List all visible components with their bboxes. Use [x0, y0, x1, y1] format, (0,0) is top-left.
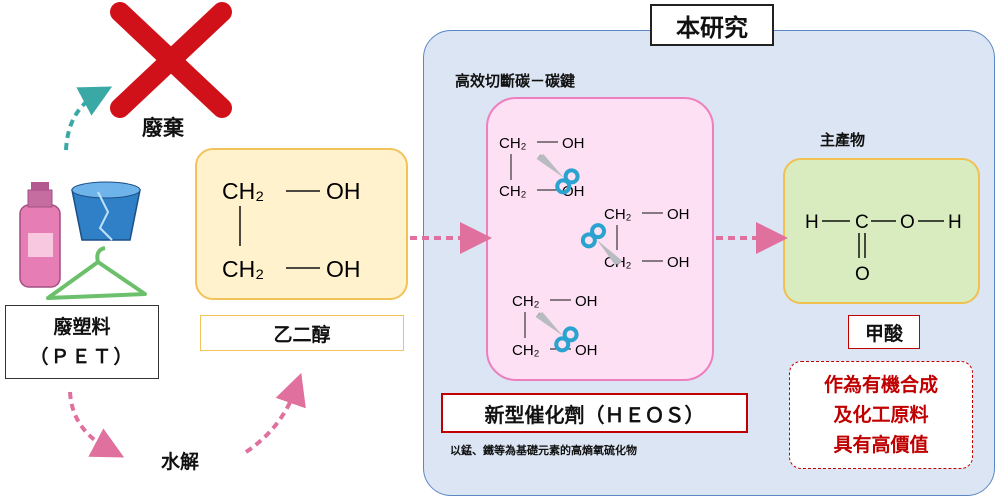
- molecule-1-ch2-bottom: CH₂: [499, 183, 527, 200]
- catalyst-label-box: 新型催化劑（ＨＥＯＳ）: [441, 393, 748, 433]
- product-box: [783, 158, 980, 304]
- catalyst-label: 新型催化劑（ＨＥＯＳ）: [484, 402, 705, 427]
- catalyst-note: 以錳、鐵等為基礎元素的高熵氧硫化物: [450, 444, 637, 457]
- product-heading: 主產物: [820, 131, 866, 149]
- molecule-2-ch2-top: CH₂: [604, 206, 632, 223]
- red-cross-icon: [110, 2, 232, 118]
- waste-plastic-box: 廢塑料 （ＰＥＴ）: [5, 305, 159, 379]
- scissors-icon: [535, 312, 579, 353]
- study-title: 本研究: [650, 4, 774, 46]
- hydrolysis-label: 水解: [161, 451, 200, 473]
- molecule-1: CH₂ OH CH₂ OH: [499, 135, 585, 200]
- study-title-text: 本研究: [676, 13, 748, 42]
- molecule-3-oh-bottom: OH: [575, 342, 598, 359]
- hydrolysis-arrow-right-icon: [244, 372, 306, 454]
- discard-arrow-icon: [64, 86, 113, 151]
- value-line: 具有高價值: [833, 434, 929, 456]
- value-box: 作為有機合成 及化工原料 具有高價值: [789, 361, 973, 469]
- cleavage-label: 高效切斷碳－碳鍵: [455, 72, 576, 90]
- formic-carbonyl-o: O: [855, 264, 870, 285]
- formic-h-left: H: [805, 212, 819, 233]
- hanger-icon: [46, 246, 147, 300]
- formic-c: C: [855, 212, 869, 233]
- glycol-ch2-bottom: CH₂: [222, 256, 264, 282]
- value-line: 作為有機合成: [823, 374, 938, 396]
- glycol-oh-bottom: OH: [326, 256, 361, 282]
- product-name-box: 甲酸: [848, 315, 920, 349]
- ethylene-glycol-name: 乙二醇: [273, 323, 331, 346]
- waste-plastic-code: （ＰＥＴ）: [29, 346, 135, 368]
- hydrolysis-arrow-left-icon: [68, 391, 125, 458]
- scissors-icon: [580, 223, 623, 266]
- plastic-bottle-icon: [19, 182, 61, 288]
- glycol-oh-top: OH: [326, 178, 361, 204]
- molecule-1-oh-top: OH: [562, 135, 585, 152]
- molecule-2: CH₂ OH CH₂ OH: [604, 206, 690, 271]
- ethylene-glycol-structure: CH₂ OH CH₂ OH: [222, 178, 361, 282]
- molecule-2-oh-top: OH: [667, 206, 690, 223]
- bucket-icon: [71, 181, 141, 241]
- molecule-1-ch2-top: CH₂: [499, 135, 527, 152]
- product-name: 甲酸: [864, 322, 903, 345]
- waste-plastic-name: 廢塑料: [53, 316, 111, 338]
- molecule-3-ch2-bottom: CH₂: [512, 342, 540, 359]
- scissors-icon: [536, 154, 580, 195]
- molecule-2-oh-bottom: OH: [667, 254, 690, 271]
- value-line: 及化工原料: [833, 404, 929, 426]
- molecule-3-ch2-top: CH₂: [512, 293, 540, 310]
- ethylene-glycol-box: [195, 148, 408, 300]
- molecule-3-oh-top: OH: [575, 293, 598, 310]
- glycol-ch2-top: CH₂: [222, 178, 264, 204]
- ethylene-glycol-name-box: 乙二醇: [200, 315, 404, 351]
- formic-h-right: H: [948, 212, 962, 233]
- formic-o: O: [900, 212, 915, 233]
- discard-label: 廢棄: [142, 116, 184, 140]
- formic-acid-structure: H C O H O: [805, 212, 962, 285]
- molecule-3: CH₂ OH CH₂ OH: [512, 293, 598, 359]
